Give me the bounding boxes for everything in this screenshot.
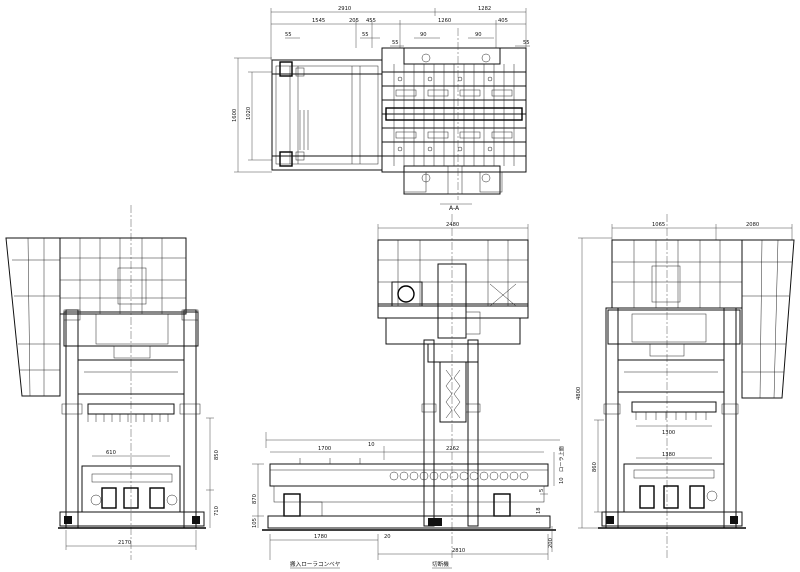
dim-1065: 1065 xyxy=(652,222,665,228)
dim-2480: 2480 xyxy=(446,222,459,228)
top-cutter-body xyxy=(381,47,527,195)
dim-405: 405 xyxy=(498,18,508,24)
dim-55-left: 55 xyxy=(285,32,292,38)
dim-860: 860 xyxy=(592,462,598,472)
dim-455: 455 xyxy=(366,18,376,24)
dim-2080: 2080 xyxy=(746,222,759,228)
dim-2170: 2170 xyxy=(118,540,131,546)
dim-105: 105 xyxy=(252,518,258,528)
dim-18: 18 xyxy=(536,507,542,514)
dim-20: 20 xyxy=(384,534,391,540)
dim-1300: 1300 xyxy=(662,430,675,436)
dim-1020: 1020 xyxy=(246,107,252,120)
dim-2262: 2262 xyxy=(446,446,459,452)
dim-1380: 1380 xyxy=(662,452,675,458)
dim-90-right: 90 xyxy=(475,32,482,38)
dim-5: 5 xyxy=(539,489,545,492)
dim-1600: 1600 xyxy=(232,109,238,122)
dim-870: 870 xyxy=(252,494,258,504)
caption-cutter: 切断機 xyxy=(432,560,449,568)
dim-200: 200 xyxy=(548,538,554,548)
dim-90-left: 90 xyxy=(420,32,427,38)
section-label-a-a: A-A xyxy=(449,205,460,212)
dim-4800: 4800 xyxy=(576,387,582,400)
dim-1700: 1700 xyxy=(318,446,331,452)
caption-conveyor: 搬入ローラコンベヤ xyxy=(290,560,341,568)
dim-1282: 1282 xyxy=(478,6,491,12)
dim-55-right: 55 xyxy=(523,40,530,46)
top-plan-view: 2910 1282 1545 205 455 1260 405 55 55 55… xyxy=(232,6,530,212)
roller-top-label: ローラ上面 xyxy=(557,446,565,472)
dim-205: 205 xyxy=(349,18,359,24)
dim-10b: 10 xyxy=(559,477,565,484)
right-side-view xyxy=(578,214,795,560)
dim-610: 610 xyxy=(106,450,116,456)
dim-2910: 2910 xyxy=(338,6,351,12)
left-front-view xyxy=(5,205,214,560)
dim-1260: 1260 xyxy=(438,18,451,24)
dim-850: 850 xyxy=(214,450,220,460)
center-front-view xyxy=(252,214,560,560)
dim-10: 10 xyxy=(368,442,375,448)
dim-2810: 2810 xyxy=(452,548,465,554)
dim-55-mid2: 55 xyxy=(392,40,399,46)
top-conveyor-frame xyxy=(271,59,383,171)
top-dimension-lines xyxy=(234,8,530,173)
dim-710: 710 xyxy=(214,506,220,516)
dim-55-mid: 55 xyxy=(362,32,369,38)
dim-1545: 1545 xyxy=(312,18,325,24)
dim-1780: 1780 xyxy=(314,534,327,540)
